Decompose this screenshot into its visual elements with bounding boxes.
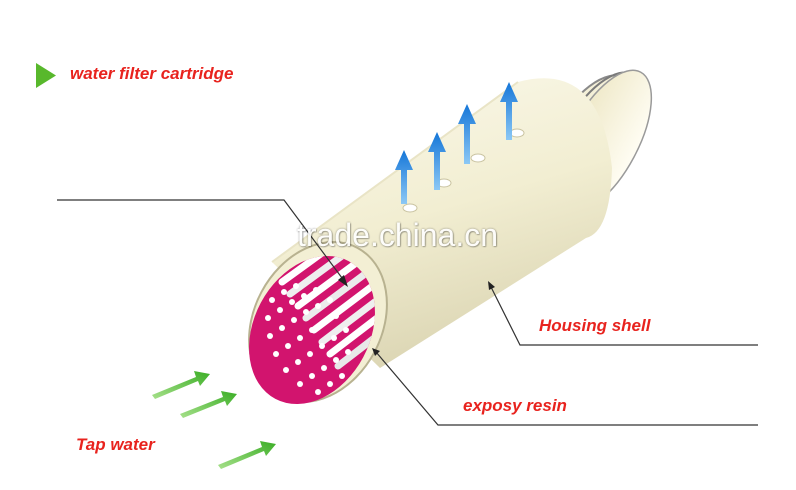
housing-shell-label: Housing shell — [539, 316, 651, 335]
tap-water-label: Tap water — [76, 435, 155, 454]
leader-arrowheads — [338, 275, 495, 356]
page-title: water filter cartridge — [70, 64, 234, 83]
resin-dots — [265, 283, 351, 395]
epoxy-resin-label: exposy resin — [463, 396, 567, 415]
up-arrow-icon — [395, 82, 518, 204]
leader-lines — [57, 199, 758, 426]
play-triangle-icon — [36, 63, 56, 88]
watermark: trade.china.cn — [297, 217, 499, 253]
flow-arrow-icon — [152, 371, 276, 469]
